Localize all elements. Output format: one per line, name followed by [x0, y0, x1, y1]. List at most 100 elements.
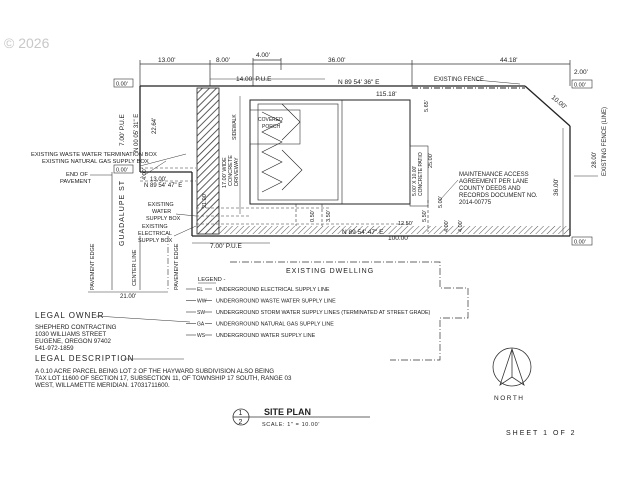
- legend-text: UNDERGROUND NATURAL GAS SUPPLY LINE: [216, 322, 334, 328]
- dim-25: 25.00': [428, 153, 434, 168]
- dim-right-36: 36.00': [553, 178, 560, 196]
- legend-item: EL UNDERGROUND ELECTRICAL SUPPLY LINE: [186, 287, 330, 293]
- legend-item: WS UNDERGROUND WATER SUPPLY LINE: [186, 333, 316, 339]
- dim-4: 4.00': [256, 52, 270, 59]
- dim-4-00: 4.00': [444, 220, 450, 232]
- concrete-patio: [409, 145, 429, 207]
- dim-13: 13.00': [158, 57, 176, 64]
- bearing-n00: N 00 05' 31" E: [134, 114, 140, 152]
- ref-right-b: 0.00': [574, 240, 586, 246]
- dim-right-28: 28.00': [592, 152, 598, 168]
- legend-text: UNDERGROUND STORM WATER SUPPLY LINES (TE…: [216, 310, 431, 316]
- patio-label: 5.00' X 10.00' CONCRETE PATIO: [412, 152, 424, 196]
- sheet-number: SHEET 1 OF 2: [506, 430, 577, 437]
- legend-text: UNDERGROUND ELECTRICAL SUPPLY LINE: [216, 287, 330, 293]
- svg-text:17.00' WIDE: 17.00' WIDE: [222, 157, 228, 188]
- water-box-label: EXISTING WATER SUPPLY BOX: [146, 202, 181, 222]
- pue-7-left: 7.00' P.U.E: [119, 113, 126, 146]
- fence-leader: [475, 79, 521, 85]
- dim-44: 44.18': [500, 57, 518, 64]
- existing-fence-diag: [524, 85, 571, 127]
- ref-mid: 0.00': [116, 168, 128, 174]
- dim-4-00b: 4.00': [458, 220, 464, 232]
- maintenance-access-note: MAINTENANCE ACCESS AGREEMENT PER LANE CO…: [459, 172, 538, 206]
- bearing-bottom: N 89 54' 47" E: [342, 229, 384, 236]
- pue-hatch-left: [196, 87, 220, 235]
- water-leader: [175, 213, 197, 217]
- watermark: © 2026: [4, 35, 50, 51]
- legend-list: EL UNDERGROUND ELECTRICAL SUPPLY LINE WW UN…: [186, 287, 431, 339]
- pavement-edge-right: PAVEMENT EDGE: [174, 243, 180, 290]
- building-footprint: [249, 99, 411, 205]
- title-block: 1 2 SITE PLAN SCALE: 1" = 10.00': [232, 407, 370, 428]
- ref-box-mid: [113, 164, 134, 174]
- property-boundary: [139, 85, 570, 237]
- title-name: SITE PLAN: [264, 407, 311, 417]
- dim-5-50: 5.50': [422, 210, 428, 222]
- svg-text:EXISTING: EXISTING: [142, 224, 168, 230]
- description-heading: LEGAL DESCRIPTION: [35, 354, 134, 363]
- svg-text:CONCRETE: CONCRETE: [228, 155, 234, 186]
- dim-36: 36.00': [328, 57, 346, 64]
- pue-7-bottom: 7.00' P.U.E: [210, 243, 243, 250]
- pue-14-label: 14.00' P.U.E: [236, 76, 272, 83]
- svg-text:RECORDS DOCUMENT NO.: RECORDS DOCUMENT NO.: [459, 193, 538, 199]
- gas-box-label: EXISTING NATURAL GAS SUPPLY BOX: [42, 159, 149, 165]
- dim-small-13: 13.00': [150, 177, 166, 183]
- legend-text: UNDERGROUND WASTE WATER SUPPLY LINE: [216, 299, 336, 305]
- length-100: 100.00': [388, 235, 409, 242]
- north-label: NORTH: [494, 395, 525, 402]
- svg-text:SHEPHERD CONTRACTING: SHEPHERD CONTRACTING: [35, 324, 117, 331]
- dim-0-50: 0.50': [310, 210, 316, 222]
- elec-box-label: EXISTING ELECTRICAL SUPPLY BOX: [138, 224, 173, 244]
- dim-21: 21.00': [202, 193, 208, 208]
- legend-code: EL: [197, 287, 203, 293]
- owner-heading-rule: [95, 315, 191, 323]
- legend-code: WW: [197, 299, 207, 305]
- covered-porch-label-2: PORCH: [262, 124, 280, 130]
- end-pavement-label: END OF PAVEMENT: [60, 172, 91, 185]
- svg-text:TAX LOT 11600 OF SECTION 17, S: TAX LOT 11600 OF SECTION 17, SUBSECTION …: [35, 375, 292, 382]
- ref-box-right-b: [571, 236, 593, 246]
- street-name: GUADALUPE ST: [119, 180, 126, 246]
- bearing-mid: N 89 54' 47" E: [144, 183, 182, 189]
- elec-leader: [173, 225, 197, 237]
- sidewalk-label: SIDEWALK: [232, 114, 238, 140]
- svg-text:SUPPLY BOX: SUPPLY BOX: [138, 238, 173, 244]
- covered-porch: [249, 109, 301, 145]
- length-115: 115.18': [376, 91, 397, 98]
- svg-text:DRIVEWAY: DRIVEWAY: [234, 157, 240, 186]
- title-number-bottom: 2: [239, 419, 243, 426]
- street-lines: [111, 172, 169, 290]
- title-number-top: 1: [239, 410, 243, 417]
- existing-fence-line-label: EXISTING FENCE (LINE): [602, 107, 608, 176]
- utility-lines: [140, 167, 429, 232]
- svg-text:1030 WILLIAMS STREET: 1030 WILLIAMS STREET: [35, 331, 106, 338]
- width-22: 22.64': [152, 118, 158, 134]
- owner-lines: SHEPHERD CONTRACTING 1030 WILLIAMS STREE…: [35, 324, 117, 352]
- svg-text:AGREEMENT PER LANE: AGREEMENT PER LANE: [459, 179, 528, 185]
- center-line-label: CENTER LINE: [132, 249, 138, 286]
- gas-leader: [139, 160, 167, 179]
- description-lines: A 0.10 ACRE PARCEL BEING LOT 2 OF THE HA…: [35, 368, 292, 389]
- dim-5-00: 5.00': [438, 196, 444, 208]
- legend-item: GA UNDERGROUND NATURAL GAS SUPPLY LINE: [186, 322, 334, 328]
- svg-text:2014-00775: 2014-00775: [459, 200, 492, 206]
- svg-text:SUPPLY BOX: SUPPLY BOX: [146, 216, 181, 222]
- legend-text: UNDERGROUND WATER SUPPLY LINE: [216, 333, 316, 339]
- svg-text:MAINTENANCE ACCESS: MAINTENANCE ACCESS: [459, 172, 529, 178]
- covered-porch-label-1: COVERED: [258, 117, 283, 123]
- svg-text:541-972-1859: 541-972-1859: [35, 345, 74, 352]
- legend-code: GA: [197, 322, 205, 328]
- ref-left: 0.00': [116, 82, 128, 88]
- legend-code: WS: [197, 333, 206, 339]
- dim-right-2: 2.00': [574, 69, 588, 76]
- svg-text:EUGENE, OREGON 97402: EUGENE, OREGON 97402: [35, 338, 112, 345]
- svg-text:END OF: END OF: [66, 172, 88, 178]
- bearing-top: N 89 54' 36" E: [338, 79, 380, 86]
- dim-21-street: 21.00': [120, 294, 136, 300]
- svg-text:WEST, WILLAMETTE MERIDIAN. 170: WEST, WILLAMETTE MERIDIAN. 17031711600.: [35, 382, 170, 389]
- svg-text:CONCRETE PATIO: CONCRETE PATIO: [418, 152, 424, 196]
